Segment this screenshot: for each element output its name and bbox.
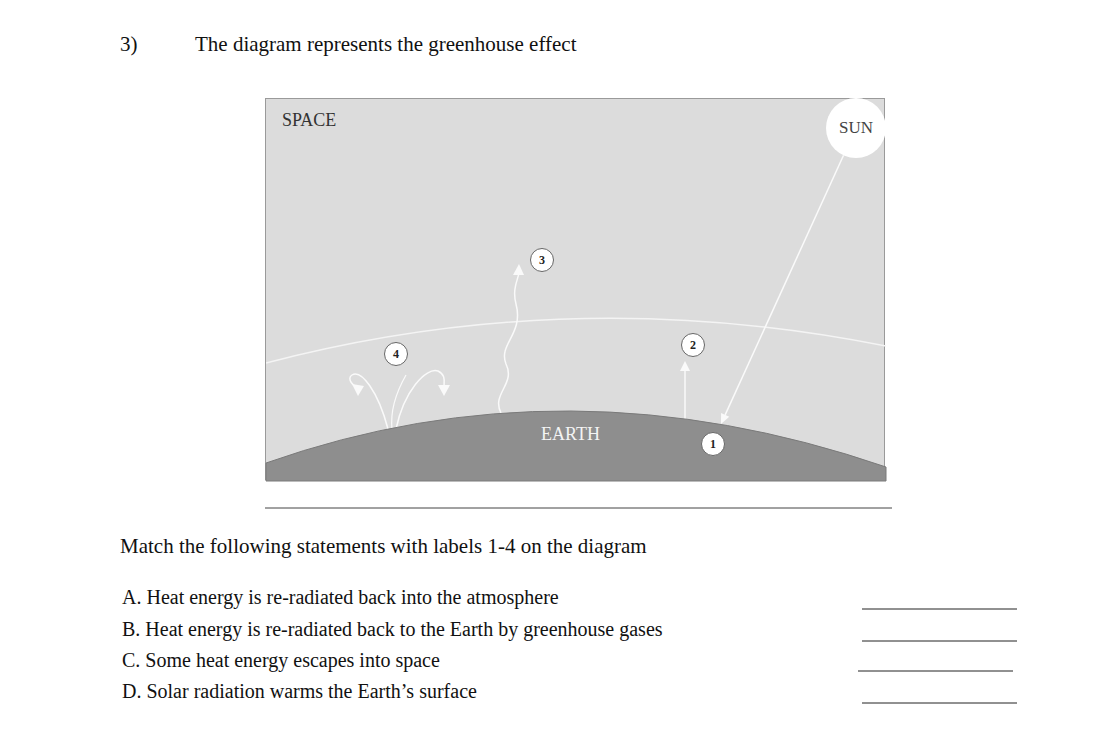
statement: C. Some heat energy escapes into space <box>122 649 440 672</box>
answer-blank <box>862 703 1017 704</box>
statement: D. Solar radiation warms the Earth’s sur… <box>122 680 477 703</box>
callout-number: 1 <box>701 432 725 456</box>
sun-circle: SUN <box>826 98 886 158</box>
earth-surface <box>266 411 886 481</box>
arrow-head <box>680 361 690 371</box>
answer-blank <box>862 609 1017 610</box>
earth-region: EARTH 1 <box>266 404 886 481</box>
connector-line <box>725 155 843 415</box>
returned-heat-arrow <box>392 375 406 429</box>
callout-number: 1 <box>710 437 716 452</box>
statement: B. Heat energy is re-radiated back to th… <box>122 618 663 641</box>
callout-number: 2 <box>681 333 705 357</box>
question-number: 3) <box>120 32 138 57</box>
escaping-heat-arrow <box>499 273 519 413</box>
answer-blank <box>858 671 1013 672</box>
reradiation-arrow <box>684 369 686 419</box>
region-label: SPACE <box>282 110 336 131</box>
space-panel: SPACE SUN 3 4 2EARTH 1 <box>265 98 885 480</box>
callout-number: 2 <box>690 338 696 353</box>
solar-radiation-arrow <box>721 155 844 424</box>
callout-number: 3 <box>530 248 554 272</box>
region-label: EARTH <box>541 424 600 445</box>
arrow-head <box>513 264 524 275</box>
callout-number: 4 <box>393 347 399 362</box>
question-title: The diagram represents the greenhouse ef… <box>195 32 577 57</box>
atmosphere-line <box>266 318 886 363</box>
sun-label: SUN <box>839 118 873 138</box>
callout-number: 3 <box>539 253 545 268</box>
answer-blank <box>862 641 1017 642</box>
arrow-head <box>438 385 450 396</box>
arrow-head <box>721 413 729 424</box>
returned-heat-arrow <box>350 374 388 429</box>
rule-line <box>265 508 892 509</box>
instruction-text: Match the following statements with labe… <box>120 534 647 559</box>
statement: A. Heat energy is re-radiated back into … <box>122 586 559 609</box>
arrow-head <box>352 384 364 396</box>
callout-number: 4 <box>384 342 408 366</box>
